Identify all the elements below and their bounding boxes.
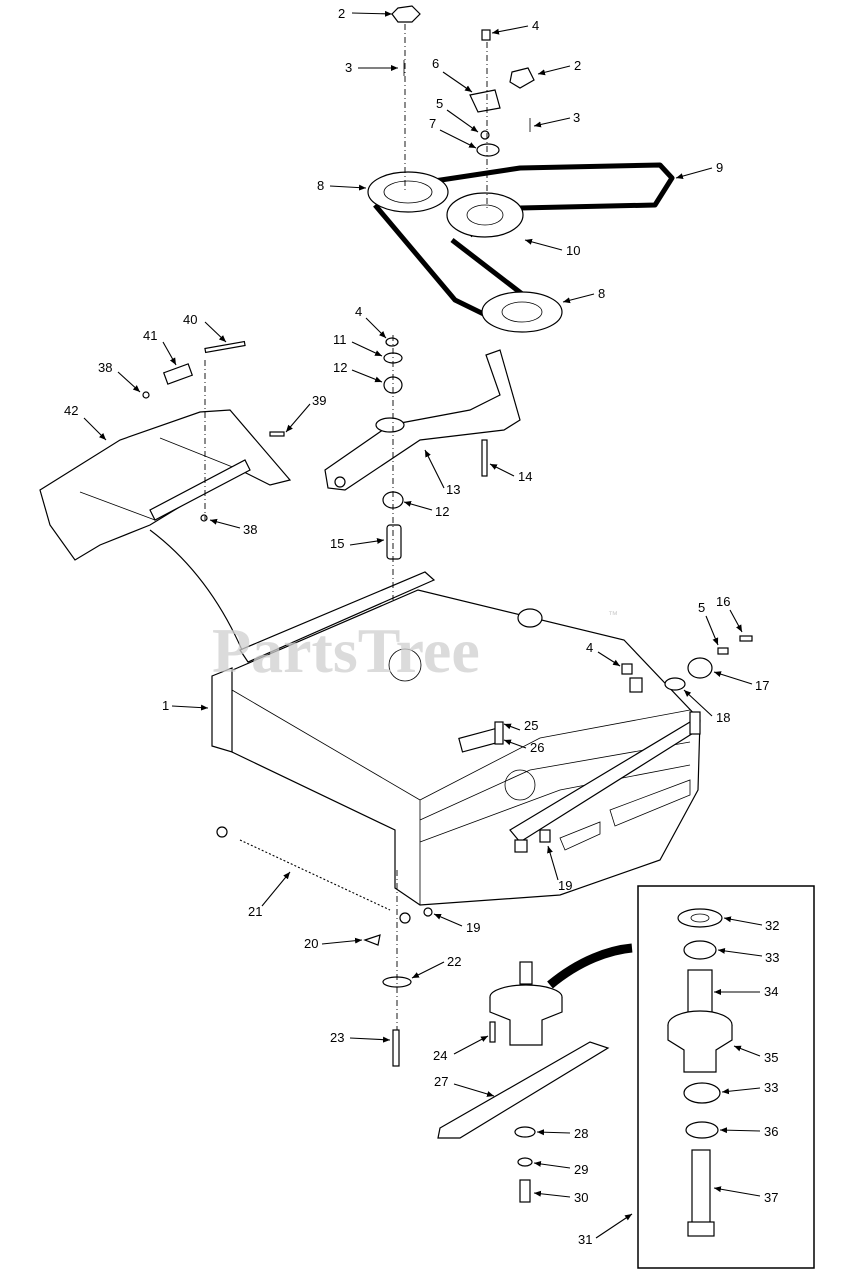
callout-7: 7 <box>429 116 436 131</box>
callout-17: 17 <box>755 678 769 693</box>
callout-41: 41 <box>143 328 157 343</box>
callout-26: 26 <box>530 740 544 755</box>
pulley-left <box>367 171 449 213</box>
callout-4: 4 <box>586 640 593 655</box>
callout-30: 30 <box>574 1190 588 1205</box>
callout-38: 38 <box>98 360 112 375</box>
callout-32: 32 <box>765 918 779 933</box>
callout-8: 8 <box>317 178 324 193</box>
right-hardware <box>494 635 753 843</box>
callout-13: 13 <box>446 482 460 497</box>
pulley-hardware <box>391 5 535 210</box>
callout-33: 33 <box>765 950 779 965</box>
callout-25: 25 <box>524 718 538 733</box>
callout-35: 35 <box>764 1050 778 1065</box>
callout-11: 11 <box>333 332 347 347</box>
callout-29: 29 <box>574 1162 588 1177</box>
spindle-inset-box <box>637 885 815 1269</box>
callout-33: 33 <box>764 1080 778 1095</box>
callout-38: 38 <box>243 522 257 537</box>
callout-39: 39 <box>312 393 326 408</box>
discharge-chute <box>39 340 292 651</box>
callout-4: 4 <box>532 18 539 33</box>
callout-5: 5 <box>436 96 443 111</box>
callout-23: 23 <box>330 1030 344 1045</box>
callout-19: 19 <box>558 878 572 893</box>
callout-6: 6 <box>432 56 439 71</box>
callout-42: 42 <box>64 403 78 418</box>
callout-37: 37 <box>764 1190 778 1205</box>
mower-deck-housing <box>211 571 701 906</box>
spring-and-lower-hardware <box>216 826 433 1067</box>
pulley-right <box>481 291 563 333</box>
callout-40: 40 <box>183 312 197 327</box>
callout-18: 18 <box>716 710 730 725</box>
idler-pulley <box>446 192 524 238</box>
callout-27: 27 <box>434 1074 448 1089</box>
callout-2: 2 <box>574 58 581 73</box>
callout-34: 34 <box>764 984 778 999</box>
callout-36: 36 <box>764 1124 778 1139</box>
callout-12: 12 <box>333 360 347 375</box>
callout-8: 8 <box>598 286 605 301</box>
watermark-trademark: ™ <box>608 610 618 621</box>
callout-24: 24 <box>433 1048 447 1063</box>
callout-1: 1 <box>162 698 169 713</box>
spindle-blade-assembly <box>437 943 633 1203</box>
callout-14: 14 <box>518 469 532 484</box>
callout-12: 12 <box>435 504 449 519</box>
callout-15: 15 <box>330 536 344 551</box>
callout-3: 3 <box>345 60 352 75</box>
callout-3: 3 <box>573 110 580 125</box>
callout-5: 5 <box>698 600 705 615</box>
callout-31: 31 <box>578 1232 592 1247</box>
callout-22: 22 <box>447 954 461 969</box>
callout-4: 4 <box>355 304 362 319</box>
callout-20: 20 <box>304 936 318 951</box>
callout-16: 16 <box>716 594 730 609</box>
watermark-text: PartsTree <box>212 615 480 686</box>
callout-28: 28 <box>574 1126 588 1141</box>
callout-21: 21 <box>248 904 262 919</box>
callout-labels: 2 4 3 6 2 5 3 7 8 9 10 8 40 41 4 11 38 1… <box>64 6 779 1247</box>
watermark: PartsTree ™ <box>212 610 618 686</box>
callout-19: 19 <box>466 920 480 935</box>
callout-10: 10 <box>566 243 580 258</box>
idler-arm <box>324 335 521 600</box>
callout-2: 2 <box>338 6 345 21</box>
callout-9: 9 <box>716 160 723 175</box>
belt-drive-assembly <box>367 162 675 333</box>
